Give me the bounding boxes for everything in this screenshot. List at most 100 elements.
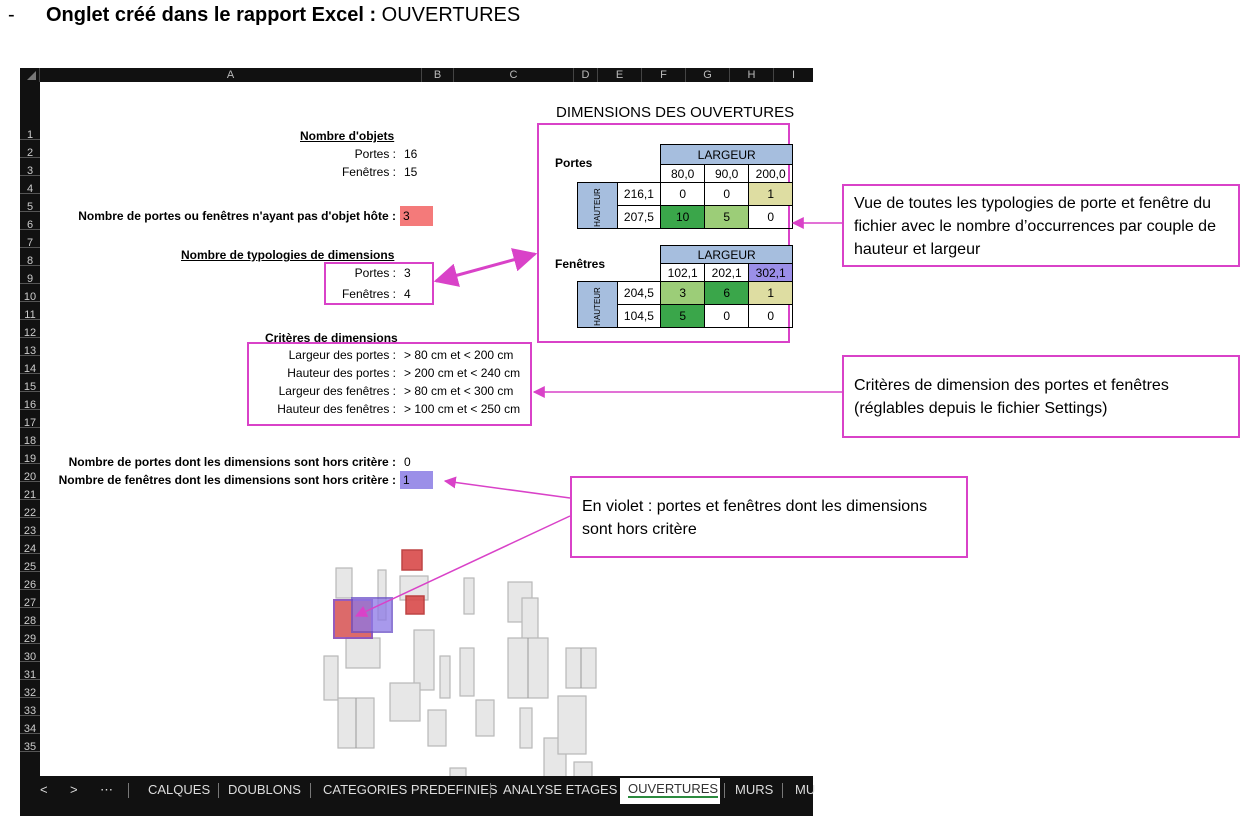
window-shape bbox=[439, 655, 451, 699]
column-header-bar: A B C D E F G H I bbox=[20, 68, 813, 82]
criteria-value-1: > 80 cm et < 200 cm bbox=[404, 348, 514, 362]
row-header-29[interactable]: 29 bbox=[20, 626, 40, 645]
row-header-3[interactable]: 3 bbox=[20, 158, 40, 177]
doors-width-3: 200,0 bbox=[748, 164, 794, 183]
window-shape bbox=[557, 695, 587, 755]
window-shape bbox=[463, 577, 475, 615]
tab-categories-predefinies[interactable]: CATEGORIES PREDEFINIES bbox=[323, 782, 498, 797]
column-header-h[interactable]: H bbox=[730, 68, 774, 82]
windows-width-3: 302,1 bbox=[748, 263, 794, 282]
column-header-d[interactable]: D bbox=[574, 68, 598, 82]
windows-out-label: Nombre de fenêtres dont les dimensions s… bbox=[58, 473, 396, 487]
status-bar bbox=[20, 804, 813, 816]
doors-cell-2-3: 0 bbox=[748, 205, 794, 229]
tab-calques[interactable]: CALQUES bbox=[148, 782, 211, 797]
doors-cell-1-1: 0 bbox=[660, 182, 706, 206]
windows-out-value: 1 bbox=[400, 471, 433, 489]
tab-ouvertures[interactable]: OUVERTURES bbox=[620, 778, 720, 804]
objects-title: Nombre d'objets bbox=[300, 129, 395, 143]
row-header-28[interactable]: 28 bbox=[20, 608, 40, 627]
row-header-19[interactable]: 19 bbox=[20, 446, 40, 465]
callout-typologies: Vue de toutes les typologies de porte et… bbox=[842, 184, 1240, 267]
column-header-b[interactable]: B bbox=[422, 68, 454, 82]
row-header-17[interactable]: 17 bbox=[20, 410, 40, 429]
doors-table-label: Portes bbox=[555, 156, 593, 170]
tab-doublons[interactable]: DOUBLONS bbox=[228, 782, 301, 797]
dimensions-highlight-box bbox=[537, 123, 790, 343]
row-header-4[interactable]: 4 bbox=[20, 176, 40, 195]
row-header-13[interactable]: 13 bbox=[20, 338, 40, 357]
callout-criteria: Critères de dimension des portes et fenê… bbox=[842, 355, 1240, 438]
doors-width-2: 90,0 bbox=[704, 164, 750, 183]
window-shape bbox=[519, 707, 533, 749]
window-shape bbox=[459, 647, 475, 697]
criteria-highlight-box bbox=[247, 342, 532, 426]
row-header-33[interactable]: 33 bbox=[20, 698, 40, 717]
tab-mu-truncated[interactable]: MU bbox=[795, 782, 816, 797]
row-header-20[interactable]: 20 bbox=[20, 464, 40, 483]
doors-height-1: 216,1 bbox=[616, 182, 662, 206]
column-header-g[interactable]: G bbox=[686, 68, 730, 82]
windows-table-label: Fenêtres bbox=[555, 257, 606, 271]
criteria-label-3: Largeur des fenêtres : bbox=[278, 384, 396, 398]
windows-cell-2-1: 5 bbox=[660, 304, 706, 328]
row-header-22[interactable]: 22 bbox=[20, 500, 40, 519]
row-header-12[interactable]: 12 bbox=[20, 320, 40, 339]
row-header-27[interactable]: 27 bbox=[20, 590, 40, 609]
row-header-10[interactable]: 10 bbox=[20, 284, 40, 303]
doors-out-label: Nombre de portes dont les dimensions son… bbox=[68, 455, 396, 469]
row-header-30[interactable]: 30 bbox=[20, 644, 40, 663]
windows-height-1: 204,5 bbox=[616, 281, 662, 305]
criteria-label-4: Hauteur des fenêtres : bbox=[277, 402, 396, 416]
no-host-label: Nombre de portes ou fenêtres n'ayant pas… bbox=[78, 209, 396, 223]
row-header-31[interactable]: 31 bbox=[20, 662, 40, 681]
select-all-corner[interactable] bbox=[20, 68, 40, 82]
doors-width-1: 80,0 bbox=[660, 164, 706, 183]
row-header-11[interactable]: 11 bbox=[20, 302, 40, 321]
tab-scroll-prev-icon[interactable]: < bbox=[40, 782, 48, 797]
windows-dimension-table: LARGEUR 102,1 202,1 302,1 HAUTEUR 204,5 … bbox=[577, 245, 794, 328]
row-header-15[interactable]: 15 bbox=[20, 374, 40, 393]
tab-scroll-next-icon[interactable]: > bbox=[70, 782, 78, 797]
row-header-23[interactable]: 23 bbox=[20, 518, 40, 537]
window-shape bbox=[475, 699, 495, 737]
bullet-dash: - bbox=[8, 4, 15, 26]
row-header-2[interactable]: 2 bbox=[20, 140, 40, 159]
column-header-c[interactable]: C bbox=[454, 68, 574, 82]
document-heading: -Onglet créé dans le rapport Excel : OUV… bbox=[8, 4, 520, 27]
callout-violet: En violet : portes et fenêtres dont les … bbox=[570, 476, 968, 558]
column-header-f[interactable]: F bbox=[642, 68, 686, 82]
row-header-16[interactable]: 16 bbox=[20, 392, 40, 411]
windows-cell-2-2: 0 bbox=[704, 304, 750, 328]
row-header-26[interactable]: 26 bbox=[20, 572, 40, 591]
row-header-18[interactable]: 18 bbox=[20, 428, 40, 447]
windows-hauteur-header: HAUTEUR bbox=[577, 281, 618, 328]
sheet-tab-bar: < > ⋯ CALQUES DOUBLONS CATEGORIES PREDEF… bbox=[20, 776, 816, 804]
row-header-35[interactable]: 35 bbox=[20, 734, 40, 753]
tab-analyse-etages[interactable]: ANALYSE ETAGES bbox=[503, 782, 618, 797]
column-header-i[interactable]: I bbox=[791, 69, 796, 81]
row-header-5[interactable]: 5 bbox=[20, 194, 40, 213]
doors-out-value: 0 bbox=[404, 455, 411, 469]
no-host-value: 3 bbox=[400, 206, 433, 226]
door-out-of-host-shape bbox=[401, 549, 423, 571]
doors-largeur-header: LARGEUR bbox=[660, 144, 794, 165]
criteria-value-4: > 100 cm et < 250 cm bbox=[404, 402, 521, 416]
row-header-9[interactable]: 9 bbox=[20, 266, 40, 285]
row-header-21[interactable]: 21 bbox=[20, 482, 40, 501]
row-header-25[interactable]: 25 bbox=[20, 554, 40, 573]
column-header-e[interactable]: E bbox=[598, 68, 642, 82]
row-header-34[interactable]: 34 bbox=[20, 716, 40, 735]
row-header-14[interactable]: 14 bbox=[20, 356, 40, 375]
row-header-24[interactable]: 24 bbox=[20, 536, 40, 555]
row-header-1[interactable]: 1 bbox=[20, 122, 40, 141]
more-tabs-icon[interactable]: ⋯ bbox=[100, 782, 113, 797]
row-header-7[interactable]: 7 bbox=[20, 230, 40, 249]
row-header-32[interactable]: 32 bbox=[20, 680, 40, 699]
column-header-a[interactable]: A bbox=[40, 68, 422, 82]
row-header-6[interactable]: 6 bbox=[20, 212, 40, 231]
tab-murs[interactable]: MURS bbox=[735, 782, 774, 797]
criteria-title: Critères de dimensions bbox=[265, 331, 398, 345]
windows-cell-2-3: 0 bbox=[748, 304, 794, 328]
row-header-8[interactable]: 8 bbox=[20, 248, 40, 267]
